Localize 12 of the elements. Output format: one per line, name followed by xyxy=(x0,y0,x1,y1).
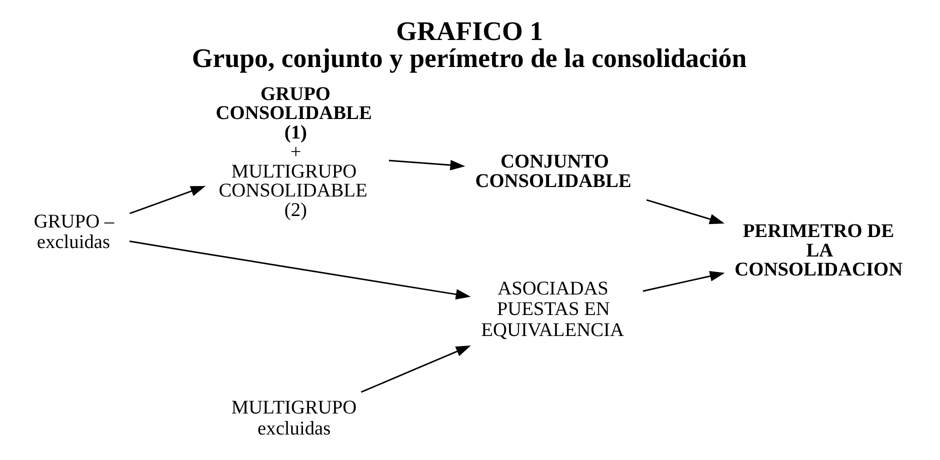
node-text: GRUPO – excluidas xyxy=(34,211,114,254)
node-text: GRUPO CONSOLIDABLE (1) + MULTIGRUPO CONSOLIDABLE (2) xyxy=(216,84,372,222)
arrow xyxy=(646,199,725,224)
arrow xyxy=(642,271,725,292)
node-text: CONJUNTO CONSOLIDABLE xyxy=(475,152,632,192)
arrow xyxy=(129,240,471,300)
arrow xyxy=(130,186,206,214)
node-text: ASOCIADAS PUESTAS EN EQUIVALENCIA xyxy=(481,278,624,342)
node-text: MULTIGRUPO excluidas xyxy=(231,398,357,440)
arrow xyxy=(360,346,471,393)
arrow xyxy=(388,160,466,170)
node-text: PERIMETRO DE LA CONSOLIDACION xyxy=(734,220,903,281)
